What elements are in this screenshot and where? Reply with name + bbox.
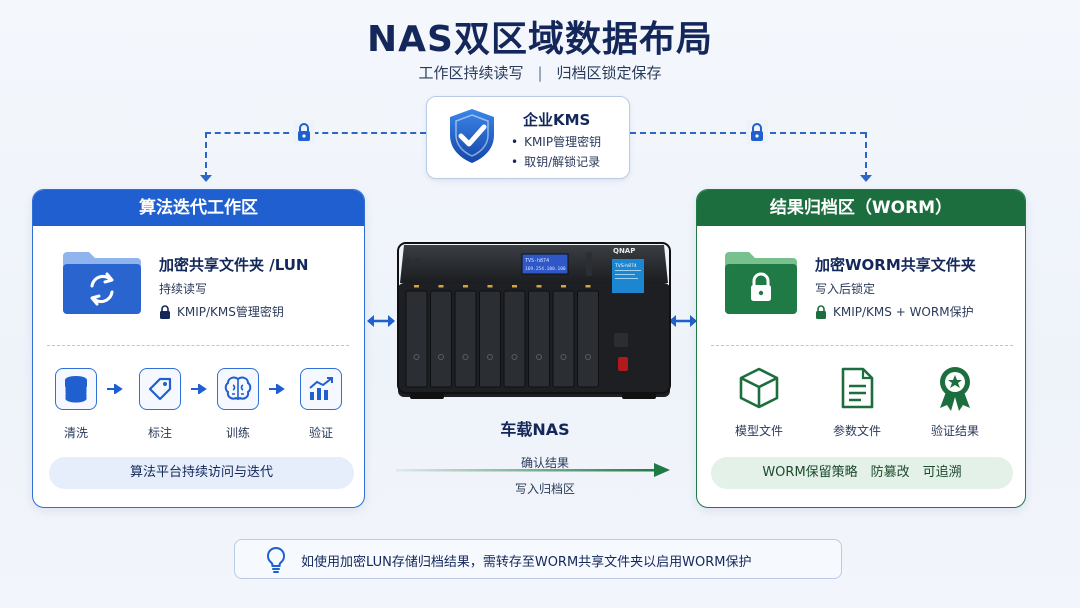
lcd-line-2: 169.254.100.100: [525, 266, 566, 272]
drive-latch: [462, 354, 469, 360]
double-arrow-icon: [669, 315, 697, 327]
arrow-right-icon: [191, 384, 207, 394]
divider: [711, 345, 1013, 346]
nas-label: 车载NAS: [500, 420, 570, 439]
arrowhead-down-icon: [860, 175, 872, 182]
work-zone-pill: 算法平台持续访问与迭代: [49, 457, 354, 489]
work-folder-key: KMIP/KMS管理密钥: [159, 303, 284, 320]
tag-icon: [139, 368, 181, 410]
drive-bay: [454, 290, 477, 388]
double-arrow-icon: [367, 315, 395, 327]
subtitle-separator: |: [537, 64, 543, 82]
archive-zone-pill: WORM保留策略 防篡改 可追溯: [711, 457, 1013, 489]
kms-line: •KMIP管理密钥: [511, 135, 602, 149]
award-icon: [940, 367, 970, 411]
drive-bay: [503, 290, 526, 388]
kms-link-left: [205, 132, 426, 134]
drive-led: [438, 285, 444, 288]
work-zone-title: 算法迭代工作区: [33, 190, 364, 226]
drive-bay: [552, 290, 575, 388]
archive-zone-title: 结果归档区（WORM）: [697, 190, 1025, 226]
archive-zone-panel: 结果归档区（WORM） 加密WORM共享文件夹 写入后锁定 KMIP/KMS +…: [696, 189, 1026, 508]
document-icon: [841, 367, 874, 409]
kms-line: •取钥/解锁记录: [511, 155, 601, 169]
nas-model: TVS-h874: [614, 263, 637, 269]
nas-brand: QNAP: [613, 247, 635, 255]
arrow-right-icon: [269, 384, 285, 394]
archive-folder-title: 加密WORM共享文件夹: [815, 256, 976, 274]
kms-title: 企业KMS: [523, 111, 591, 129]
shield-check-icon: [450, 109, 494, 163]
flow-arrow-icon: [396, 463, 670, 477]
step-label: 清洗: [63, 426, 88, 440]
kms-link-right-down: [865, 132, 867, 178]
lcd-line-1: TVS-h874: [525, 258, 549, 264]
drive-latch: [438, 354, 444, 360]
locked-folder-icon: [725, 252, 797, 314]
flow-label-top: 确认结果: [520, 456, 569, 470]
drive-latch: [413, 354, 420, 360]
drive-led: [487, 285, 493, 288]
lock-icon: [293, 120, 315, 144]
work-folder-title: 加密共享文件夹 /LUN: [159, 256, 309, 274]
drive-led: [463, 285, 468, 288]
result-label: 验证结果: [930, 424, 979, 438]
page-subtitle: 工作区持续读写 | 归档区锁定保存: [0, 62, 1080, 83]
drive-bay: [430, 290, 452, 388]
drive-bay: [577, 290, 599, 388]
subtitle-work: 工作区持续读写: [418, 64, 524, 82]
brain-icon: [217, 368, 259, 410]
lock-icon: [746, 120, 768, 144]
drive-latch: [511, 354, 518, 360]
kms-link-left-down: [205, 132, 207, 178]
arrowhead-down-icon: [200, 175, 212, 182]
subtitle-archive: 归档区锁定保存: [556, 64, 662, 82]
archive-folder-sub: 写入后锁定: [815, 282, 876, 296]
drive-bay: [528, 290, 550, 388]
tip-bar: 如使用加密LUN存储归档结果，需转存至WORM共享文件夹以启用WORM保护: [234, 539, 842, 579]
tip-text: 如使用加密LUN存储归档结果，需转存至WORM共享文件夹以启用WORM保护: [301, 555, 752, 570]
drive-led: [585, 285, 591, 288]
lightbulb-icon: [266, 546, 286, 573]
drive-bay: [405, 290, 428, 388]
drive-latch: [536, 354, 542, 360]
drive-led: [414, 285, 419, 288]
drive-bay: [479, 290, 501, 388]
sync-folder-icon: [63, 252, 141, 314]
archive-folder-key: KMIP/KMS + WORM保护: [815, 303, 974, 320]
drive-led: [536, 285, 542, 288]
nas-device: TVS-h874 169.254.100.100 QNAP TVS-h874: [397, 242, 671, 399]
cube-icon: [739, 367, 779, 409]
drive-latch: [560, 354, 567, 360]
kms-box: 企业KMS •KMIP管理密钥 •取钥/解锁记录: [426, 96, 630, 179]
step-label: 标注: [147, 426, 172, 440]
work-folder-sub: 持续读写: [159, 282, 208, 296]
drive-led: [561, 285, 566, 288]
lock-icon: [816, 304, 826, 319]
work-zone-panel: 算法迭代工作区 加密共享文件夹 /LUN 持续读写 KMIP/KMS管理密钥 清…: [32, 189, 365, 508]
step-label: 训练: [225, 426, 250, 440]
drive-latch: [585, 354, 591, 360]
chart-icon: [300, 368, 342, 410]
page-title: NAS双区域数据布局: [367, 19, 713, 60]
database-icon: [55, 368, 97, 410]
lock-icon: [160, 304, 170, 319]
drive-led: [512, 285, 517, 288]
arrow-right-icon: [107, 384, 123, 394]
divider: [47, 345, 349, 346]
result-label: 模型文件: [734, 424, 783, 438]
drive-latch: [487, 354, 493, 360]
flow-label-bottom: 写入归档区: [514, 482, 575, 496]
drive-bays: [405, 285, 599, 388]
result-label: 参数文件: [832, 424, 881, 438]
step-label: 验证: [308, 426, 333, 440]
